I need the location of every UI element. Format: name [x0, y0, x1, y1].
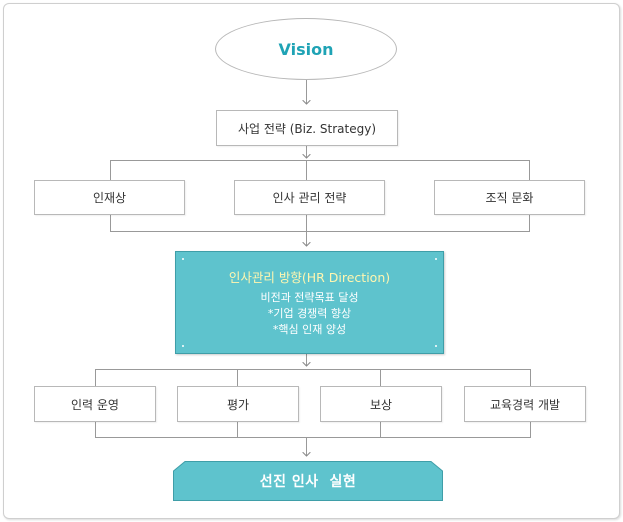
pillar-culture: 조직 문화 — [434, 180, 585, 215]
functions-top-bracket — [95, 369, 531, 386]
pillar-hr-strategy: 인사 관리 전략 — [234, 180, 385, 215]
functions-bottom-bracket — [95, 422, 531, 438]
hr-direction-line: *핵심 인재 양성 — [272, 323, 347, 336]
pillars-top-bracket — [110, 160, 530, 180]
pillar-talent: 인재상 — [34, 180, 185, 215]
hr-direction-line: 비전과 전략목표 달성 — [260, 291, 359, 304]
function-compensation: 보상 — [320, 386, 442, 422]
strategy-node: 사업 전략 (Biz. Strategy) — [216, 110, 398, 146]
function-staffing: 인력 운영 — [34, 386, 156, 422]
pillars-bottom-bracket — [110, 215, 530, 232]
corner-dot — [435, 258, 437, 260]
goal-label: 선진 인사 실현 — [259, 474, 357, 490]
function-training: 교육경력 개발 — [464, 386, 586, 422]
goal-node: 선진 인사 실현 — [173, 461, 443, 501]
hr-direction-node: 인사관리 방향(HR Direction) 비전과 전략목표 달성 *기업 경쟁… — [175, 251, 444, 354]
vision-node: Vision — [215, 18, 397, 80]
hr-direction-line: *기업 경쟁력 향상 — [267, 307, 352, 320]
corner-dot — [182, 345, 184, 347]
hr-direction-title: 인사관리 방향(HR Direction) — [228, 270, 391, 285]
corner-dot — [435, 345, 437, 347]
corner-dot — [182, 258, 184, 260]
function-evaluation: 평가 — [177, 386, 299, 422]
goal-banner-shape — [173, 461, 443, 501]
